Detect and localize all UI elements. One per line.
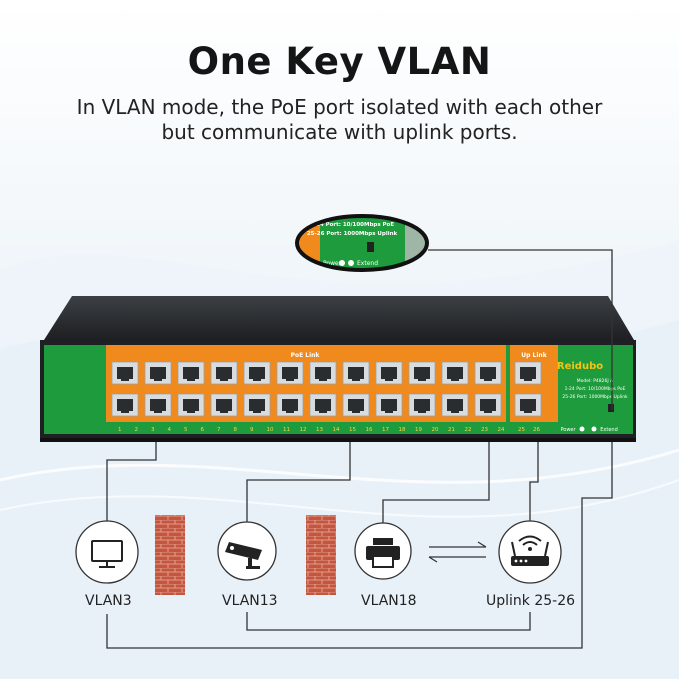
power-led <box>579 426 585 432</box>
poe-port-top-3 <box>177 361 205 385</box>
poe-port-bottom-11 <box>441 393 469 417</box>
port-number-15: 15 <box>349 427 356 433</box>
switch-top <box>44 296 634 340</box>
poe-port-band <box>106 345 506 434</box>
poe-port-bottom-3 <box>177 393 205 417</box>
uplink-port-25 <box>514 361 542 385</box>
poe-port-bottom-12 <box>474 393 502 417</box>
port-number-25: 25 <box>518 427 525 433</box>
poe-port-bottom-10 <box>408 393 436 417</box>
port-number-14: 14 <box>333 427 340 433</box>
poe-port-top-2 <box>144 361 172 385</box>
monitor-icon <box>91 540 123 568</box>
port-number-5: 5 <box>184 427 188 433</box>
callout-spec-1: 1-24 Port: 10/100Mbps PoE <box>310 222 394 228</box>
port-number-1: 1 <box>118 427 122 433</box>
router-icon <box>511 535 549 566</box>
power-label: Power <box>560 427 576 433</box>
port-number-22: 22 <box>465 427 472 433</box>
poe-port-bottom-5 <box>243 393 271 417</box>
uplink-label: Up Link <box>521 352 547 359</box>
port-number-12: 12 <box>300 427 307 433</box>
switch-green-right <box>558 345 633 434</box>
port-number-3: 3 <box>151 427 155 433</box>
port-number-9: 9 <box>250 427 254 433</box>
printer-icon <box>366 538 400 568</box>
port-number-23: 23 <box>481 427 488 433</box>
poe-port-top-7 <box>309 361 337 385</box>
poe-port-bottom-8 <box>342 393 370 417</box>
device-label-vlan18: VLAN18 <box>361 593 417 609</box>
port-number-2: 2 <box>135 427 139 433</box>
model-text: Model: P4826J A <box>577 378 614 384</box>
monitor-device <box>75 520 139 584</box>
poe-port-top-1 <box>111 361 139 385</box>
poe-port-top-8 <box>342 361 370 385</box>
poe-port-bottom-6 <box>276 393 304 417</box>
callout-spec-2: 25-26 Port: 1000Mbps Uplink <box>307 231 398 237</box>
poe-port-bottom-4 <box>210 393 238 417</box>
port-number-17: 17 <box>382 427 389 433</box>
subtitle-line-1: In VLAN mode, the PoE port isolated with… <box>76 95 603 119</box>
extend-switch <box>608 404 614 412</box>
port-number-11: 11 <box>283 427 290 433</box>
extend-led <box>591 426 597 432</box>
port-number-18: 18 <box>399 427 406 433</box>
poe-port-bottom-1 <box>111 393 139 417</box>
connection-lines <box>106 442 613 649</box>
device-label-vlan3: VLAN3 <box>85 593 132 609</box>
firewall-wall-1 <box>155 515 185 595</box>
poe-port-top-4 <box>210 361 238 385</box>
callout-power: Power <box>323 260 342 267</box>
poe-port-top-9 <box>375 361 403 385</box>
uplink-port-band <box>510 345 558 434</box>
port-number-21: 21 <box>448 427 455 433</box>
port-number-19: 19 <box>415 427 422 433</box>
port-number-10: 10 <box>267 427 274 433</box>
spec-text-2: 25-26 Port: 1000Mbps Uplink <box>562 394 628 400</box>
poe-port-bottom-9 <box>375 393 403 417</box>
camera-icon <box>225 542 262 569</box>
device-label-uplink: Uplink 25-26 <box>486 593 576 609</box>
uplink-port-26 <box>514 393 542 417</box>
poe-port-top-6 <box>276 361 304 385</box>
brand-logo: Reidubo <box>557 361 603 372</box>
spec-text-1: 1-24 Port: 10/100Mbps PoE <box>565 386 626 392</box>
port-number-20: 20 <box>432 427 439 433</box>
port-number-16: 16 <box>366 427 373 433</box>
port-number-7: 7 <box>217 427 221 433</box>
poe-port-bottom-7 <box>309 393 337 417</box>
port-number-8: 8 <box>234 427 238 433</box>
bidirectional-arrows <box>428 541 487 563</box>
router-device <box>498 520 562 584</box>
poe-port-top-5 <box>243 361 271 385</box>
switch-green-left <box>44 345 106 434</box>
port-grid <box>111 361 542 417</box>
subtitle-line-2: but communicate with uplink ports. <box>161 120 518 144</box>
poe-port-top-11 <box>441 361 469 385</box>
page-title: One Key VLAN <box>187 40 492 83</box>
port-number-13: 13 <box>316 427 323 433</box>
poe-port-top-12 <box>474 361 502 385</box>
port-number-6: 6 <box>201 427 205 433</box>
firewall-wall-2 <box>306 515 336 595</box>
port-number-24: 24 <box>498 427 505 433</box>
port-number-4: 4 <box>168 427 172 433</box>
port-number-26: 26 <box>533 427 540 433</box>
extend-label: Extend <box>600 427 618 433</box>
poe-port-bottom-2 <box>144 393 172 417</box>
poe-link-label: PoE Link <box>291 352 321 359</box>
callout-extend: Extend <box>357 260 378 267</box>
device-label-vlan13: VLAN13 <box>222 593 278 609</box>
poe-port-top-10 <box>408 361 436 385</box>
